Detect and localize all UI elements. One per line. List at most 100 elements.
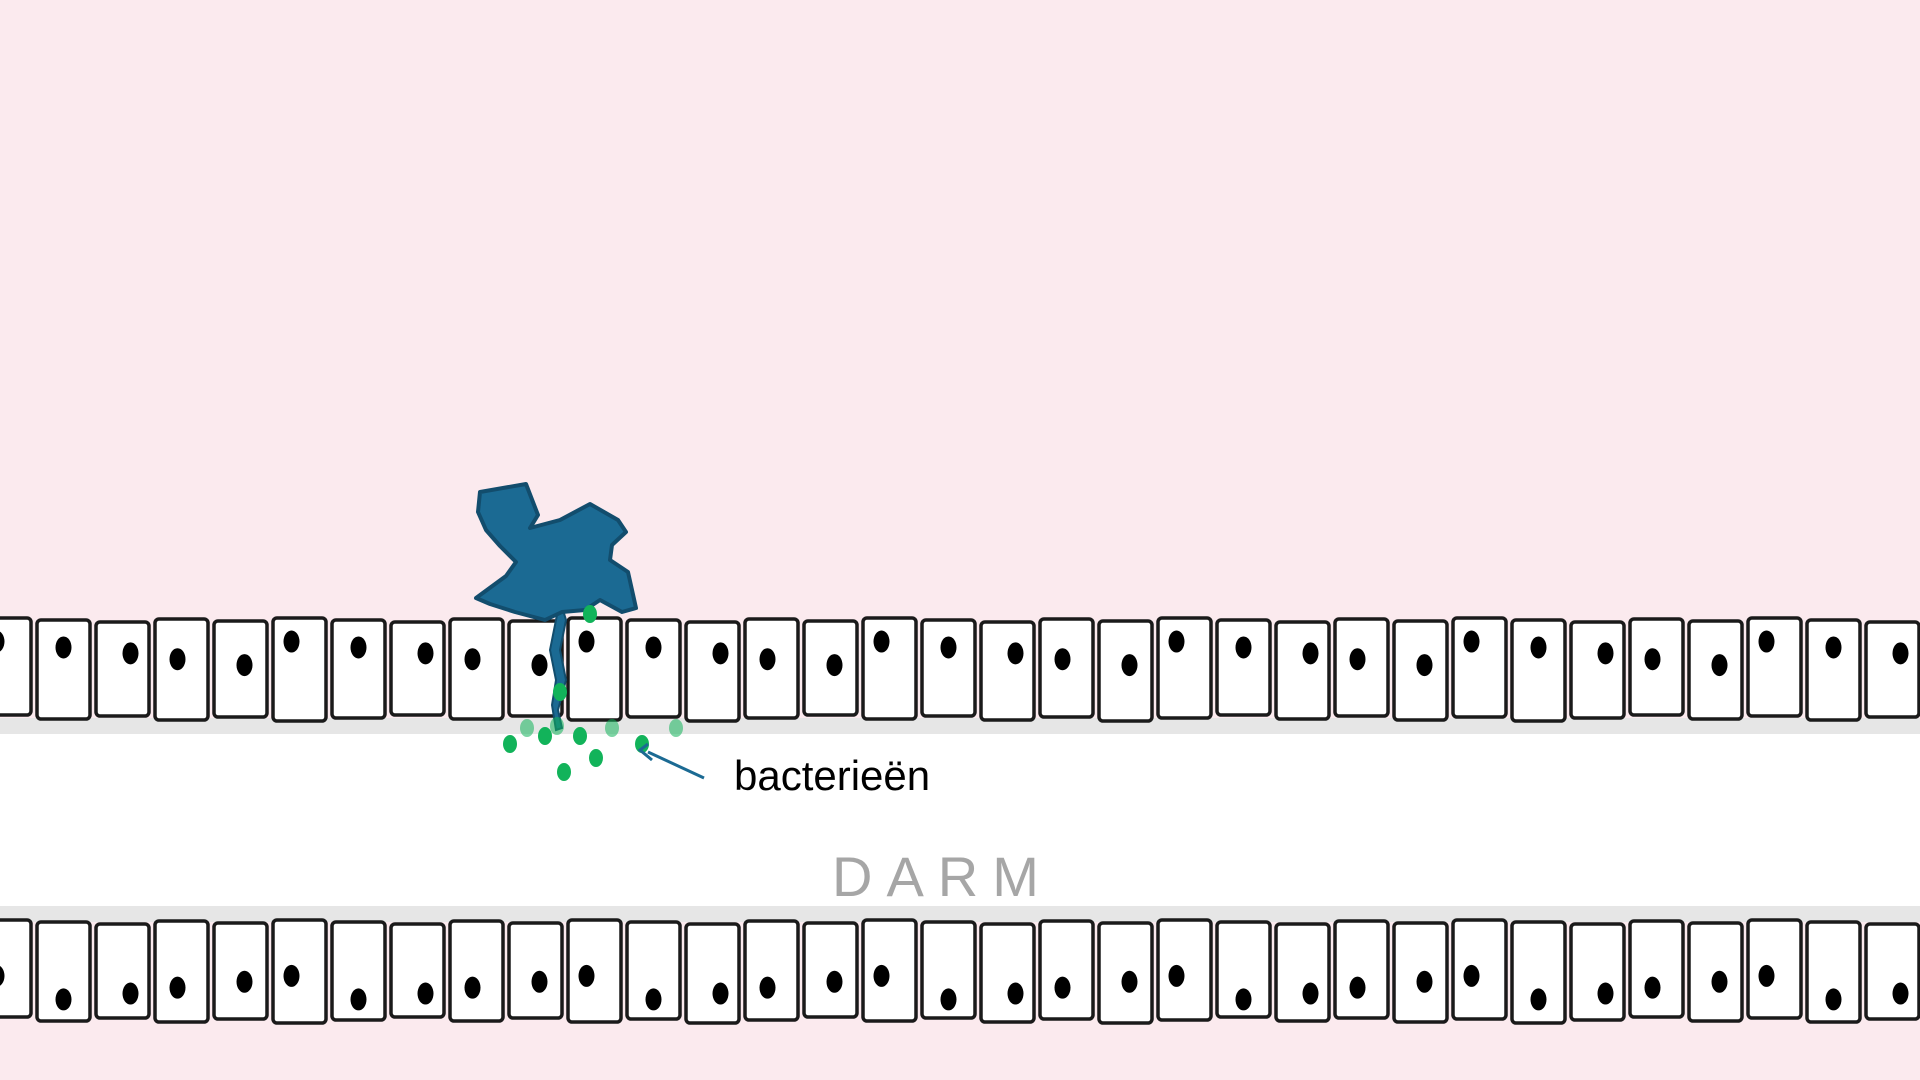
cell-nucleus	[827, 654, 843, 676]
cell-nucleus	[1350, 977, 1366, 999]
epithelial-cell	[863, 618, 916, 719]
epithelial-cell	[1158, 920, 1211, 1020]
cell-nucleus	[1759, 631, 1775, 653]
bottom-epithelium-layer	[0, 920, 1919, 1023]
bacterium-dot-icon	[503, 735, 517, 753]
bacterium-dot-icon	[573, 727, 587, 745]
epithelial-cell	[1866, 924, 1919, 1019]
cell-nucleus	[284, 965, 300, 987]
cell-nucleus	[1350, 648, 1366, 670]
epithelial-cell	[804, 923, 857, 1017]
epithelial-cell	[96, 622, 149, 716]
epithelial-cell	[1512, 620, 1565, 721]
cell-nucleus	[1893, 642, 1909, 664]
epithelial-cell	[1689, 923, 1742, 1021]
cell-nucleus	[1464, 965, 1480, 987]
cell-nucleus	[713, 983, 729, 1005]
bacteria-label: bacterieën	[734, 752, 930, 800]
epithelial-cell	[1748, 618, 1801, 716]
cell-nucleus	[579, 631, 595, 653]
cell-nucleus	[1826, 636, 1842, 658]
epithelial-cell	[1571, 924, 1624, 1020]
bacterium-dot-icon	[583, 605, 597, 623]
cell-nucleus	[1055, 977, 1071, 999]
cell-nucleus	[1759, 965, 1775, 987]
cell-nucleus	[1531, 988, 1547, 1010]
cell-nucleus	[1303, 642, 1319, 664]
cell-nucleus	[170, 977, 186, 999]
epithelial-cell	[0, 618, 31, 715]
epithelial-cell	[568, 618, 621, 720]
epithelial-cell	[1630, 921, 1683, 1017]
epithelial-cell	[745, 921, 798, 1020]
cell-nucleus	[284, 631, 300, 653]
epithelial-cell	[214, 923, 267, 1019]
cell-nucleus	[1598, 642, 1614, 664]
cell-nucleus	[941, 636, 957, 658]
epithelial-cell	[37, 620, 90, 719]
bacterium-dot-icon	[605, 719, 619, 737]
cell-nucleus	[646, 988, 662, 1010]
cell-nucleus	[1417, 971, 1433, 993]
bacterium-dot-icon	[520, 719, 534, 737]
cell-nucleus	[1417, 654, 1433, 676]
epithelial-cell	[1866, 622, 1919, 717]
cell-nucleus	[351, 636, 367, 658]
epithelial-cell	[568, 920, 621, 1022]
epithelial-cell	[981, 924, 1034, 1022]
epithelial-cell	[1276, 622, 1329, 719]
cell-nucleus	[1008, 642, 1024, 664]
bacterium-dot-icon	[557, 763, 571, 781]
epithelial-cell	[863, 920, 916, 1021]
cell-nucleus	[1122, 971, 1138, 993]
epithelial-cell	[686, 924, 739, 1023]
cell-nucleus	[465, 648, 481, 670]
cell-nucleus	[170, 648, 186, 670]
cell-nucleus	[56, 988, 72, 1010]
cell-nucleus	[1008, 983, 1024, 1005]
epithelial-cell	[981, 622, 1034, 720]
cell-nucleus	[351, 988, 367, 1010]
epithelial-cell	[509, 923, 562, 1018]
epithelial-cell	[273, 618, 326, 721]
epithelial-cell	[450, 619, 503, 719]
epithelial-cell	[391, 622, 444, 715]
cell-nucleus	[874, 965, 890, 987]
cell-nucleus	[1169, 965, 1185, 987]
cell-nucleus	[760, 648, 776, 670]
cell-nucleus	[1236, 988, 1252, 1010]
lumen-label: DARM	[832, 844, 1053, 909]
bacterium-dot-icon	[553, 683, 567, 701]
epithelial-cell	[1276, 924, 1329, 1021]
epithelial-cell	[1335, 921, 1388, 1018]
epithelial-cell	[155, 921, 208, 1022]
epithelial-cell	[1748, 920, 1801, 1018]
cell-nucleus	[123, 642, 139, 664]
bacterium-dot-icon	[538, 727, 552, 745]
epithelial-cell	[273, 920, 326, 1023]
bacterium-dot-icon	[669, 719, 683, 737]
epithelial-cell	[1453, 618, 1506, 717]
epithelial-cell	[686, 622, 739, 721]
cell-nucleus	[1645, 977, 1661, 999]
cell-nucleus	[1303, 983, 1319, 1005]
cell-nucleus	[1893, 983, 1909, 1005]
cell-nucleus	[579, 965, 595, 987]
cell-nucleus	[941, 988, 957, 1010]
cell-nucleus	[237, 654, 253, 676]
epithelial-cell	[1158, 618, 1211, 718]
epithelial-cell	[1040, 921, 1093, 1019]
cell-nucleus	[827, 971, 843, 993]
cell-nucleus	[418, 642, 434, 664]
cell-nucleus	[1712, 971, 1728, 993]
cell-nucleus	[1645, 648, 1661, 670]
cell-nucleus	[237, 971, 253, 993]
epithelial-cell	[1217, 620, 1270, 715]
epithelial-cell	[450, 921, 503, 1021]
epithelial-cell	[96, 924, 149, 1018]
cell-nucleus	[874, 631, 890, 653]
cell-nucleus	[1055, 648, 1071, 670]
cell-nucleus	[1712, 654, 1728, 676]
cell-nucleus	[418, 983, 434, 1005]
